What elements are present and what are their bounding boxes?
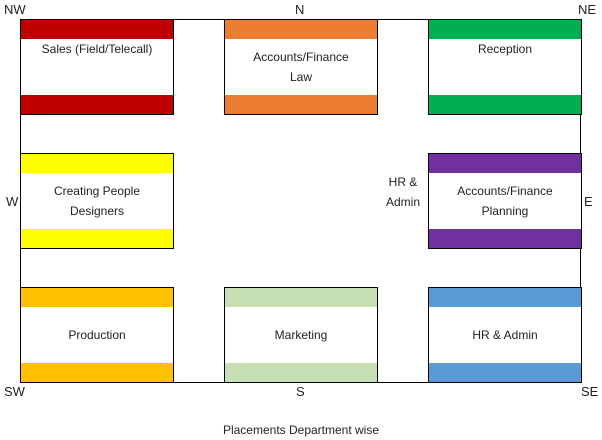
caption: Placements Department wise: [222, 423, 380, 437]
color-band: [225, 288, 377, 307]
direction-sw: SW: [4, 384, 25, 399]
department-label-line: Accounts/Finance: [253, 50, 349, 64]
department-label-line: Sales (Field/Telecall): [41, 42, 153, 56]
color-band: [21, 154, 173, 173]
department-label-line: Planning: [481, 204, 529, 218]
department-label-line: Reception: [477, 42, 533, 56]
department-label-line: Law: [289, 70, 312, 84]
department-label-line: Accounts/Finance: [457, 184, 553, 198]
department-label-line: Marketing: [274, 328, 328, 342]
direction-w: W: [6, 194, 19, 209]
hr-admin-line: HR &: [388, 175, 418, 189]
direction-e: E: [584, 194, 593, 209]
department-box: HR & Admin: [428, 287, 582, 383]
department-label: Sales (Field/Telecall): [21, 39, 173, 59]
department-box: Reception: [428, 19, 582, 115]
direction-nw: NW: [4, 2, 26, 17]
department-box: Marketing: [224, 287, 378, 383]
color-band: [429, 288, 581, 307]
color-band: [21, 229, 173, 248]
department-label: Reception: [429, 39, 581, 59]
department-label: HR & Admin: [429, 325, 581, 345]
color-band: [429, 154, 581, 173]
color-band: [21, 95, 173, 114]
department-label-line: HR & Admin: [472, 328, 538, 342]
color-band: [21, 20, 173, 39]
color-band: [429, 229, 581, 248]
color-band: [429, 363, 581, 382]
department-box: Production: [20, 287, 174, 383]
color-band: [225, 363, 377, 382]
color-band: [225, 20, 377, 39]
department-label-line: Creating People: [53, 184, 141, 198]
color-band: [21, 363, 173, 382]
department-label-line: Designers: [69, 204, 125, 218]
direction-s: S: [296, 384, 305, 399]
department-box: Sales (Field/Telecall): [20, 19, 174, 115]
department-label: Marketing: [225, 325, 377, 345]
color-band: [225, 95, 377, 114]
hr-admin-label: HR & Admin: [378, 172, 428, 212]
color-band: [429, 95, 581, 114]
color-band: [429, 20, 581, 39]
hr-admin-line: Admin: [385, 195, 420, 209]
department-label-line: Production: [68, 328, 126, 342]
direction-ne: NE: [578, 2, 597, 17]
direction-se: SE: [581, 384, 599, 399]
color-band: [21, 288, 173, 307]
department-label: Production: [21, 325, 173, 345]
direction-n: N: [295, 2, 305, 17]
